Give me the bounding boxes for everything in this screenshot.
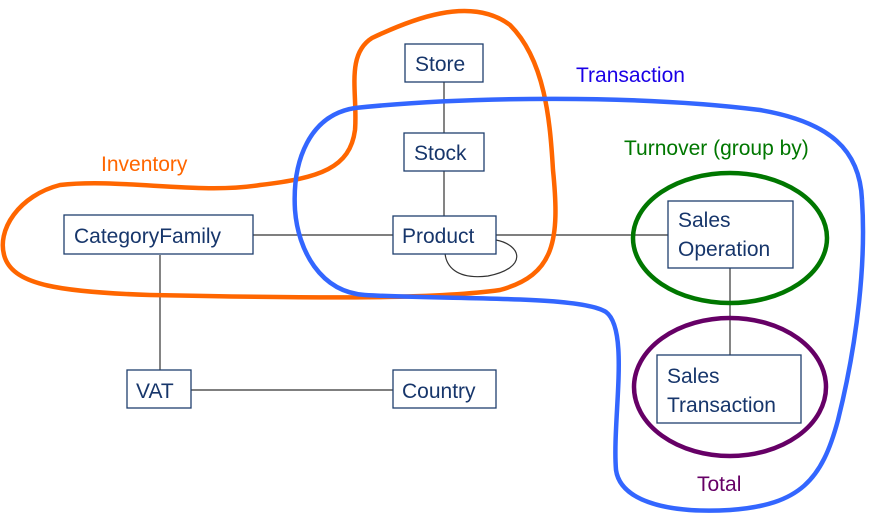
group-inventory-label: Inventory — [101, 153, 188, 176]
group-turnover-outline — [630, 170, 830, 306]
entity-store[interactable]: Store — [404, 43, 484, 83]
entity-sales-transaction-line2: Transaction — [667, 394, 776, 417]
entity-vat-label: VAT — [136, 380, 174, 403]
entity-product-label: Product — [402, 225, 475, 248]
group-transaction-label: Transaction — [576, 64, 685, 87]
entity-sales-operation-line2: Operation — [678, 238, 770, 261]
entity-country-label: Country — [402, 380, 476, 403]
entity-product[interactable]: Product — [392, 215, 497, 255]
entity-sales-operation[interactable]: Sales Operation — [667, 200, 794, 269]
entity-vat[interactable]: VAT — [126, 369, 192, 409]
entity-store-label: Store — [415, 53, 465, 76]
entity-stock[interactable]: Stock — [403, 132, 485, 172]
group-transaction-outline — [292, 96, 866, 513]
entity-sales-transaction-line1: Sales — [667, 365, 720, 388]
entity-sales-transaction[interactable]: Sales Transaction — [656, 354, 802, 424]
entity-category-family[interactable]: CategoryFamily — [63, 214, 254, 255]
entity-stock-label: Stock — [414, 142, 467, 165]
group-turnover-label: Turnover (group by) — [624, 137, 809, 160]
group-total-outline — [631, 315, 829, 459]
entity-country[interactable]: Country — [392, 369, 497, 409]
group-total-label: Total — [697, 473, 741, 496]
entity-sales-operation-line1: Sales — [678, 209, 731, 232]
relation-product-self-loop — [444, 239, 518, 278]
entity-category-family-label: CategoryFamily — [74, 225, 222, 248]
